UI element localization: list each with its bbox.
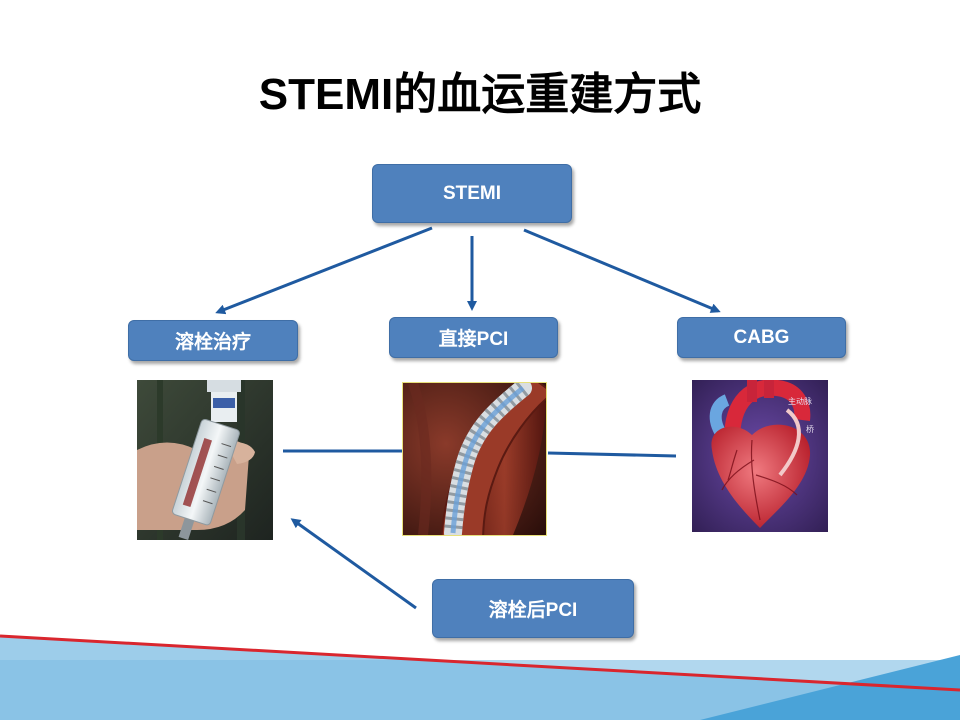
- node-direct-pci: 直接PCI: [389, 317, 558, 358]
- arrow-post-lysis-to-lysis: [290, 518, 417, 610]
- heart-label-aorta: 主动脉: [788, 396, 812, 406]
- page-title: STEMI的血运重建方式: [258, 70, 702, 119]
- node-cabg: CABG: [677, 317, 846, 358]
- node-stemi: STEMI: [372, 164, 572, 223]
- line-pci-to-cabg: [547, 451, 677, 458]
- heart-bypass-photo: 主动脉 桥: [692, 380, 828, 532]
- node-thrombolysis: 溶栓治疗: [128, 320, 298, 361]
- heart-label-bridge: 桥: [806, 424, 814, 434]
- syringe-vial-photo: [137, 380, 273, 540]
- stent-artery-photo: [402, 382, 547, 536]
- node-post-lysis-pci: 溶栓后PCI: [432, 579, 634, 638]
- arrow-to-thrombolysis: [215, 226, 433, 315]
- arrow-to-cabg: [523, 228, 721, 313]
